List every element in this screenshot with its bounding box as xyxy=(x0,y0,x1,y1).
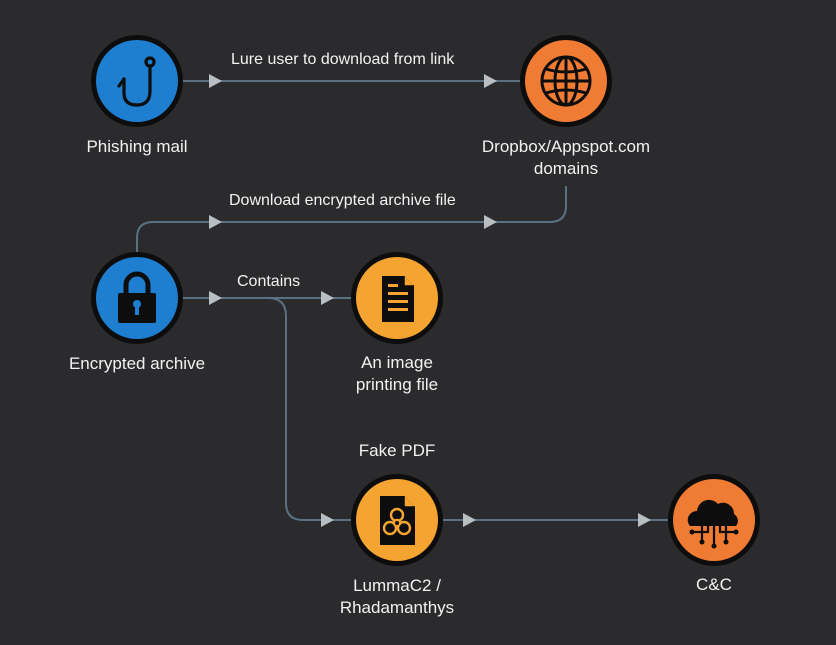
node-label-image-line2: printing file xyxy=(355,375,439,394)
node-encrypted-archive xyxy=(91,252,183,344)
fishhook-icon xyxy=(117,56,156,107)
node-label-dropbox-line2: domains xyxy=(533,159,599,178)
node-label-lumma-line1: LummaC2 / xyxy=(353,576,441,595)
arrowhead xyxy=(209,215,222,229)
edge-label-download: Download encrypted archive file xyxy=(229,192,456,209)
arrowhead xyxy=(484,74,497,88)
arrowhead xyxy=(321,513,334,527)
node-label-phishing-mail: Phishing mail xyxy=(86,137,188,156)
edge-download-line xyxy=(136,186,567,252)
globe-icon xyxy=(540,55,592,107)
node-label-image-line1: An image xyxy=(361,353,433,372)
node-label-cnc: C&C xyxy=(696,575,732,594)
padlock-icon xyxy=(118,271,156,323)
arrowhead xyxy=(209,74,222,88)
arrowhead xyxy=(638,513,651,527)
edge-label-contains: Contains xyxy=(237,273,301,290)
biohazard-file-icon xyxy=(380,496,415,545)
edge-contains-branch-line xyxy=(267,297,351,521)
node-dropbox-appspot xyxy=(520,35,612,127)
node-fake-pdf xyxy=(351,474,443,566)
edge-label-lure: Lure user to download from link xyxy=(231,51,455,68)
node-image-printing-file xyxy=(351,252,443,344)
node-label-encrypted-archive: Encrypted archive xyxy=(68,354,206,373)
arrowhead xyxy=(463,513,476,527)
node-cnc xyxy=(668,474,760,566)
document-icon xyxy=(382,276,414,322)
arrowheads xyxy=(209,74,651,527)
node-phishing-mail xyxy=(91,35,183,127)
node-label-dropbox-line1: Dropbox/Appspot.com xyxy=(481,137,651,156)
node-caption-fake-pdf: Fake PDF xyxy=(358,441,436,460)
arrowhead xyxy=(321,291,334,305)
node-label-lumma-line2: Rhadamanthys xyxy=(339,598,455,617)
arrowhead xyxy=(209,291,222,305)
cloud-network-icon xyxy=(687,499,739,549)
arrowhead xyxy=(484,215,497,229)
